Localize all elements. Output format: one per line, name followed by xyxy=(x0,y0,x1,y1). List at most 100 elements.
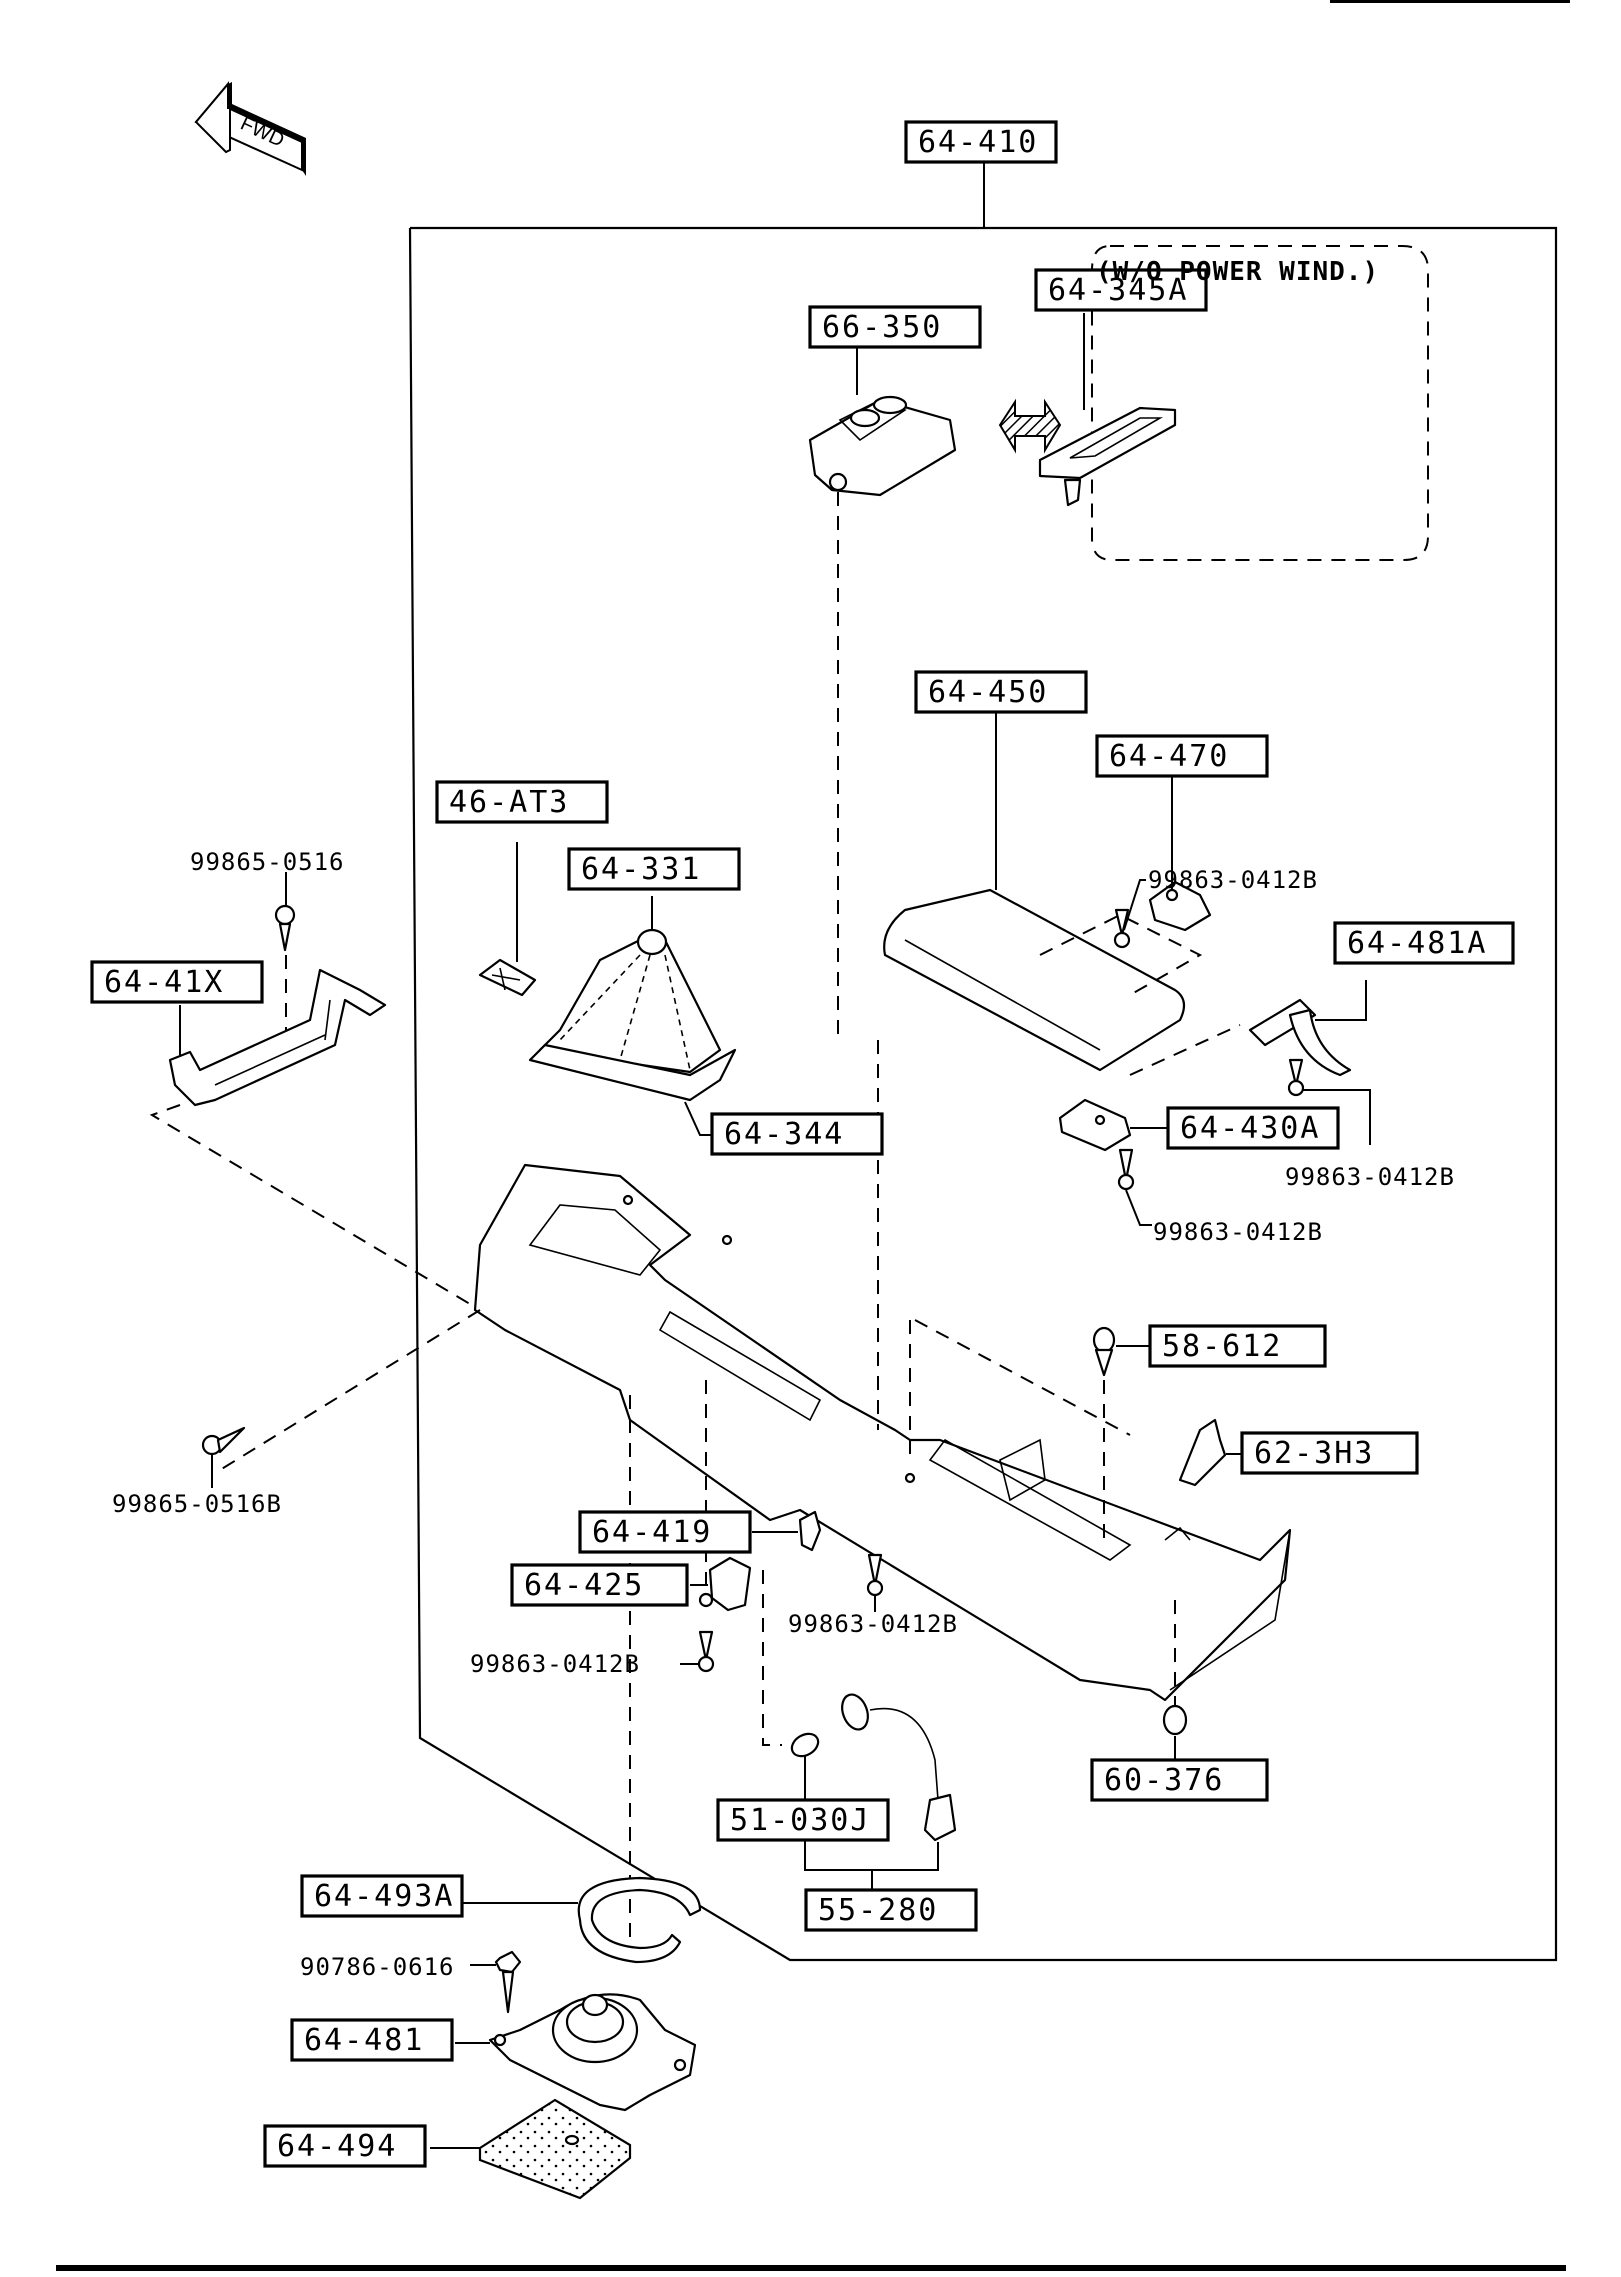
dash-bulb xyxy=(762,1570,782,1746)
console-clip-small xyxy=(798,1510,822,1552)
interchangeable-arrow-icon xyxy=(998,398,1062,454)
part-number-label: 64-345A xyxy=(1048,273,1188,308)
part-number-label: 64-425 xyxy=(524,1568,644,1603)
center-console xyxy=(473,1163,1292,1702)
screw-icon xyxy=(1113,908,1131,949)
option-frame xyxy=(1091,245,1429,561)
part-number-label: 58-612 xyxy=(1162,1329,1282,1364)
dash-console-left xyxy=(219,1309,481,1471)
callout-box xyxy=(300,1874,464,1918)
bottom-rule xyxy=(56,2265,1566,2271)
top-rule-fragment xyxy=(1330,0,1570,3)
callout-box xyxy=(90,960,264,1004)
fastener-part-number: 99865-0516 xyxy=(190,848,345,876)
leader-64-344 xyxy=(684,1101,712,1136)
console-bracket xyxy=(168,968,387,1107)
part-number-label: 62-3H3 xyxy=(1254,1436,1374,1471)
leader-screw-c xyxy=(1303,1089,1371,1145)
callout-64-425: 64-425 xyxy=(510,1563,689,1607)
callout-box xyxy=(263,2124,427,2168)
dash-bracket xyxy=(149,1104,481,1311)
screw-icon xyxy=(201,1426,246,1456)
fastener-part-number: 99863-0412B xyxy=(470,1650,640,1678)
part-number-label: 64-470 xyxy=(1109,739,1229,774)
part-number-label: 64-493A xyxy=(314,1879,454,1914)
fastener-part-number: 90786-0616 xyxy=(300,1953,455,1981)
armrest-lid xyxy=(883,888,1203,1072)
callout-64-450: 64-450 xyxy=(914,670,1088,714)
part-number-label: 64-481 xyxy=(304,2023,424,2058)
callout-box xyxy=(1090,1758,1269,1802)
screw-icon xyxy=(274,904,296,952)
callout-box xyxy=(290,2018,454,2062)
screw-icon xyxy=(697,1630,715,1673)
callout-64-430a: 64-430A xyxy=(1166,1106,1340,1150)
part-number-label: 64-344 xyxy=(724,1117,844,1152)
callout-box xyxy=(804,1888,978,1932)
part-number-label: 66-350 xyxy=(822,310,942,345)
callout-64-331: 64-331 xyxy=(567,847,741,891)
bulb-socket-harness xyxy=(841,1693,957,1842)
callout-box xyxy=(808,305,982,349)
callout-box xyxy=(1166,1106,1340,1150)
console-bracket-block xyxy=(698,1556,752,1612)
callout-box xyxy=(1240,1431,1419,1475)
part-number-label: 64-450 xyxy=(928,675,1048,710)
switch-panel-blank xyxy=(1038,406,1177,507)
leader-screw-d xyxy=(1125,1189,1152,1226)
shifter-base xyxy=(488,1993,697,2112)
callout-66-350: 66-350 xyxy=(808,305,982,349)
screw-icon xyxy=(866,1553,884,1597)
callout-64-41x: 64-41X xyxy=(90,960,264,1004)
forward-direction-arrow-icon: FWD xyxy=(194,81,306,176)
shift-boot xyxy=(528,928,737,1102)
bracket-55-280 xyxy=(804,1840,939,1871)
dash-latch xyxy=(1129,1024,1241,1076)
callout-64-481a: 64-481A xyxy=(1333,921,1515,965)
fastener-part-number: 99865-0516B xyxy=(112,1490,282,1518)
callout-64-494: 64-494 xyxy=(263,2124,427,2168)
boot-retaining-ring xyxy=(577,1876,702,1964)
part-number-label: 60-376 xyxy=(1104,1763,1224,1798)
callout-box xyxy=(904,120,1058,164)
part-number-label: 64-419 xyxy=(592,1515,712,1550)
callout-64-493a: 64-493A xyxy=(300,1874,464,1918)
callout-55-280: 55-280 xyxy=(804,1888,978,1932)
power-window-switch xyxy=(808,395,957,497)
part-number-label: 64-430A xyxy=(1180,1111,1320,1146)
fastener-callouts: 99865-0516 99863-0412B 99863-0412B 99863-04… xyxy=(112,848,1455,1981)
bumper-stop xyxy=(1092,1326,1116,1377)
option-note: (W/O POWER WIND.) xyxy=(1096,257,1379,287)
part-number-label: 64-41X xyxy=(104,965,224,1000)
callout-64-344: 64-344 xyxy=(710,1112,884,1156)
shift-pattern-plate xyxy=(478,958,537,997)
part-number-label: 64-410 xyxy=(918,125,1038,160)
fastener-part-number: 99863-0412B xyxy=(1148,866,1318,894)
callout-box xyxy=(716,1798,890,1842)
part-number-label: 55-280 xyxy=(818,1893,938,1928)
leader-screw-b xyxy=(1123,879,1146,931)
fastener-part-number: 99863-0412B xyxy=(1285,1163,1455,1191)
callout-box xyxy=(1095,734,1269,778)
callout-box xyxy=(510,1563,689,1607)
part-number-label: 64-481A xyxy=(1347,926,1487,961)
callout-box xyxy=(1148,1324,1327,1368)
callout-box xyxy=(914,670,1088,714)
callout-64-481: 64-481 xyxy=(290,2018,454,2062)
part-number-label: 46-AT3 xyxy=(449,785,569,820)
callout-64-345a: 64-345A xyxy=(1034,268,1208,312)
callout-box xyxy=(710,1112,884,1156)
bulb xyxy=(790,1732,820,1758)
part-number-callouts: 64-410 66-350 64-345A 64-450 64-470 46-AT3 64-… xyxy=(90,120,1515,2168)
callout-64-410: 64-410 xyxy=(904,120,1058,164)
callout-51-030j: 51-030J xyxy=(716,1798,890,1842)
callout-box xyxy=(567,847,741,891)
console-clip xyxy=(1178,1418,1227,1487)
callout-60-376: 60-376 xyxy=(1090,1758,1269,1802)
fastener-part-number: 99863-0412B xyxy=(1153,1218,1323,1246)
part-number-label: 51-030J xyxy=(730,1803,870,1838)
part-number-label: 64-331 xyxy=(581,852,701,887)
cap-plug xyxy=(1162,1704,1188,1736)
callout-box xyxy=(578,1510,752,1554)
